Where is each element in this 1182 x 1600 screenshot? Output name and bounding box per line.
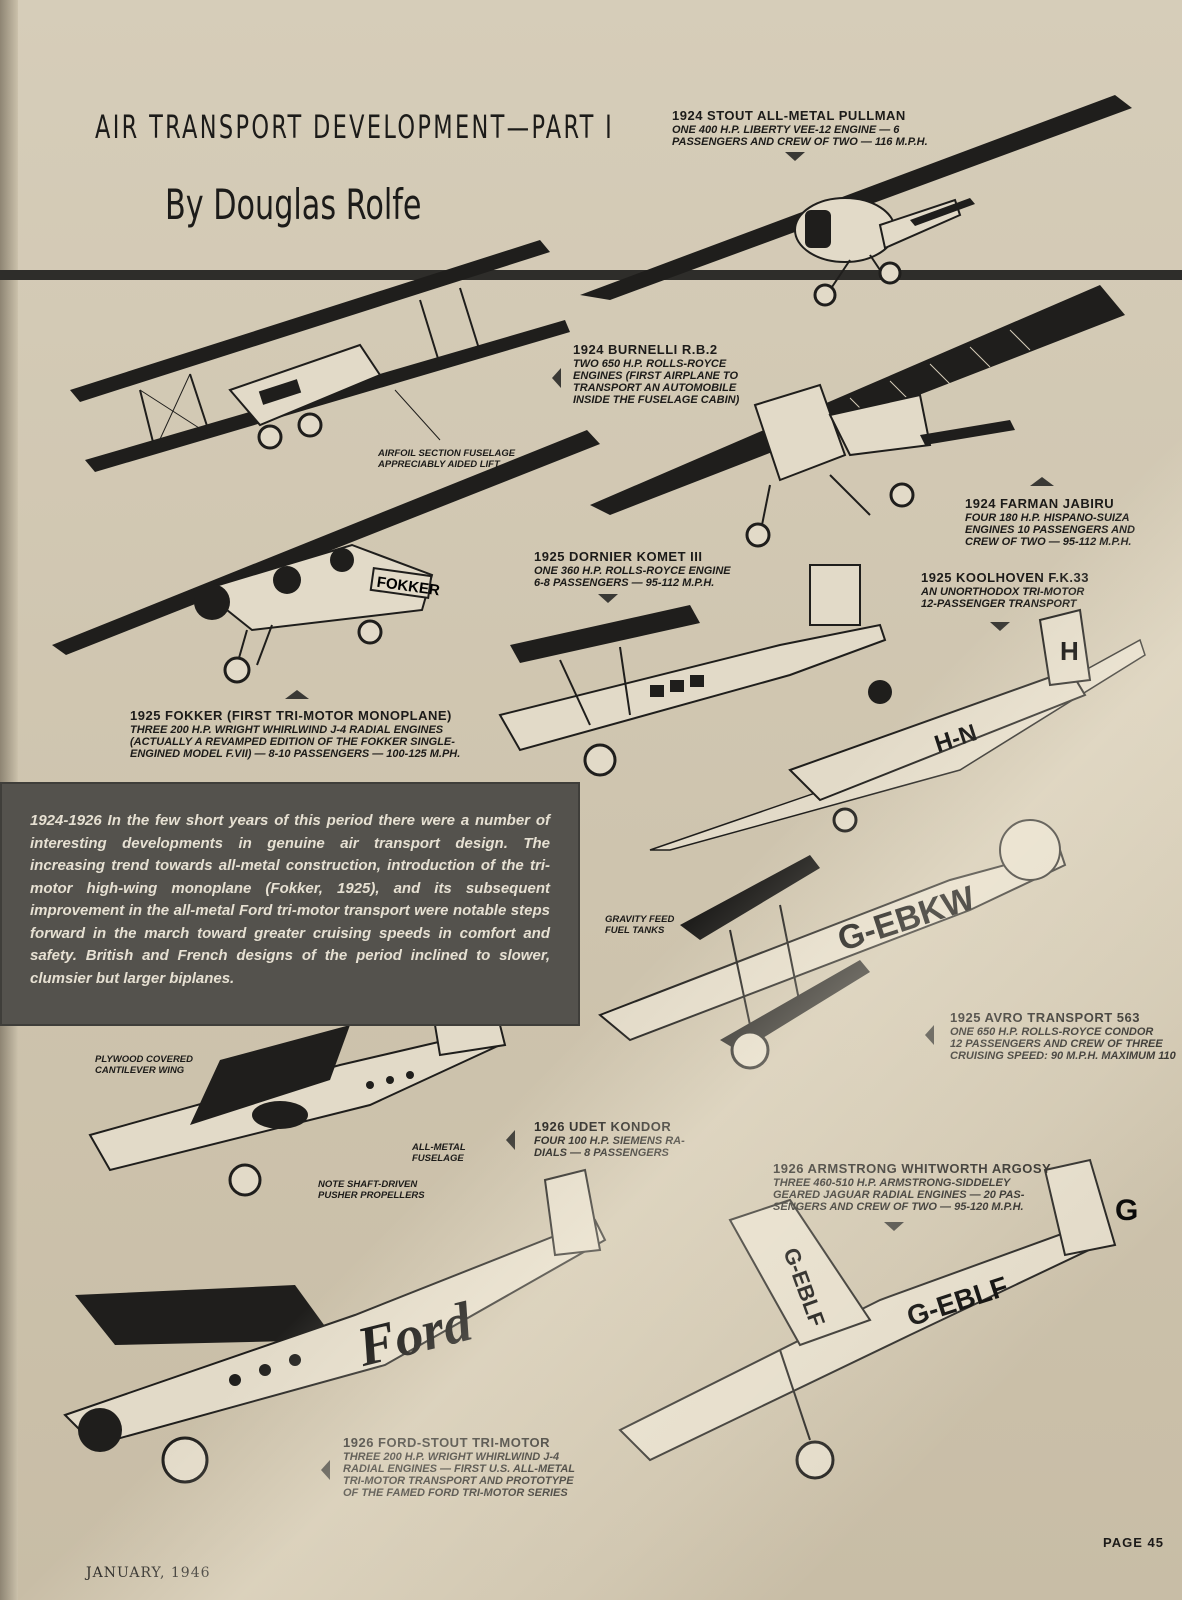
caption-heading: 1925 KOOLHOVEN F.K.33 [921,570,1089,585]
caption-detail: THREE 460-510 H.P. ARMSTRONG-SIDDELEY [773,1177,1011,1189]
note-line: NOTE SHAFT-DRIVEN [318,1179,418,1190]
caption-detail: FOUR 100 H.P. SIEMENS RA- [534,1135,685,1147]
caption-detail: RADIAL ENGINES — FIRST U.S. ALL-METAL [343,1463,576,1475]
caption-heading: 1926 FORD-STOUT TRI-MOTOR [343,1435,551,1450]
caption-detail: TRANSPORT AN AUTOMOBILE [573,382,737,394]
caption-fokker: 1925 FOKKER (FIRST TRI-MOTOR MONOPLANE) … [130,708,460,760]
note-line: FUEL TANKS [605,925,665,936]
burnelli-rb2-illustration [70,240,570,472]
koolhoven-fk33-illustration: H H-N [649,608,1146,851]
page-title: AIR TRANSPORT DEVELOPMENT—PART I [95,108,615,146]
ford-stout-illustration: Ford [63,1168,607,1484]
note-line: ALL-METAL [412,1142,466,1153]
byline: By Douglas Rolfe [165,180,422,229]
horizon-rule [0,270,1182,280]
caption-detail: (ACTUALLY A REVAMPED EDITION OF THE FOKK… [130,736,455,748]
caption-detail: AN UNORTHODOX TRI-MOTOR [921,586,1085,598]
avro-registration: G-EBKW [833,879,980,959]
left-arrow-icon [925,1025,934,1045]
koolhoven-tail-marking: H [1060,636,1079,666]
caption-detail: INSIDE THE FUSELAGE CABIN) [573,394,740,406]
issue-date: JANUARY, 1946 [86,1565,211,1581]
caption-heading: 1924 BURNELLI R.B.2 [573,342,718,357]
caption-detail: 6-8 PASSENGERS — 95-112 M.P.H. [534,577,715,589]
caption-detail: ENGINES (FIRST AIRPLANE TO [573,370,739,382]
caption-detail: ENGINES 10 PASSENGERS AND [965,524,1135,536]
caption-detail: GEARED JAGUAR RADIAL ENGINES — 20 PAS- [773,1189,1025,1201]
down-arrow-icon [598,594,618,603]
caption-detail: 12 PASSENGERS AND CREW OF THREE [950,1038,1163,1050]
caption-detail: THREE 200 H.P. WRIGHT WHIRLWIND J-4 [343,1451,560,1463]
caption-heading: 1925 AVRO TRANSPORT 563 [950,1010,1140,1025]
caption-avro: 1925 AVRO TRANSPORT 563 ONE 650 H.P. ROL… [950,1010,1176,1062]
note-line: AIRFOIL SECTION FUSELAGE [378,448,516,459]
caption-heading: 1924 FARMAN JABIRU [965,496,1115,511]
caption-detail: THREE 200 H.P. WRIGHT WHIRLWIND J-4 RADI… [130,724,444,736]
intro-text: 1924-1926 In the few short years of this… [30,812,550,987]
caption-heading: 1926 UDET KONDOR [534,1119,672,1134]
caption-detail: PASSENGERS AND CREW OF TWO — 116 M.P.H. [672,136,928,148]
left-arrow-icon [321,1460,330,1480]
caption-heading: 1925 FOKKER (FIRST TRI-MOTOR MONOPLANE) [130,708,452,723]
note-line: APPRECIABLY AIDED LIFT [378,459,500,470]
note-gravity-feed: GRAVITY FEED FUEL TANKS [605,914,674,936]
argosy-tail-marking: G [1115,1194,1138,1227]
caption-burnelli: 1924 BURNELLI R.B.2 TWO 650 H.P. ROLLS-R… [573,342,739,406]
caption-detail: CRUISING SPEED: 90 M.P.H. MAXIMUM 110 [950,1050,1176,1062]
caption-ford: 1926 FORD-STOUT TRI-MOTOR THREE 200 H.P.… [343,1435,575,1499]
up-arrow-icon [1030,477,1054,486]
note-line: GRAVITY FEED [605,914,675,925]
down-arrow-icon [785,152,805,161]
note-line: PLYWOOD COVERED [95,1054,193,1065]
fokker-trimotor-illustration: FOKKER [52,430,600,684]
caption-heading: 1924 STOUT ALL-METAL PULLMAN [672,108,906,123]
left-arrow-icon [552,368,561,388]
caption-detail: OF THE FAMED FORD TRI-MOTOR SERIES [343,1487,568,1499]
note-shaft-driven: NOTE SHAFT-DRIVEN PUSHER PROPELLERS [318,1179,425,1201]
caption-detail: ONE 400 H.P. LIBERTY VEE-12 ENGINE — 6 [672,124,900,136]
caption-detail: TRI-MOTOR TRANSPORT AND PROTOTYPE [343,1475,574,1487]
ford-marking: Ford [350,1291,479,1379]
farman-jabiru-illustration [590,285,1125,548]
note-line: CANTILEVER WING [95,1065,185,1076]
caption-heading: 1926 ARMSTRONG WHITWORTH ARGOSY [773,1161,1052,1176]
caption-koolhoven: 1925 KOOLHOVEN F.K.33 AN UNORTHODOX TRI-… [921,570,1089,610]
caption-stout: 1924 STOUT ALL-METAL PULLMAN ONE 400 H.P… [672,108,928,148]
page-number: PAGE 45 [1103,1535,1164,1550]
caption-detail: ONE 650 H.P. ROLLS-ROYCE CONDOR [950,1026,1154,1038]
caption-detail: SENGERS AND CREW OF TWO — 95-120 M.P.H. [773,1201,1024,1213]
caption-detail: ENGINED MODEL F.VII) — 8-10 PASSENGERS —… [130,748,461,760]
caption-detail: FOUR 180 H.P. HISPANO-SUIZA [965,512,1130,524]
avro-563-illustration: G-EBKW [598,819,1067,1070]
caption-detail: DIALS — 8 PASSENGERS [534,1147,669,1159]
up-arrow-icon [285,690,309,699]
note-line: FUSELAGE [412,1153,464,1164]
caption-detail: ONE 360 H.P. ROLLS-ROYCE ENGINE [534,565,731,577]
caption-argosy: 1926 ARMSTRONG WHITWORTH ARGOSY THREE 46… [773,1161,1051,1213]
udet-kondor-illustration [88,983,507,1197]
caption-dornier: 1925 DORNIER KOMET III ONE 360 H.P. ROLL… [534,549,731,589]
caption-detail: 12-PASSENGER TRANSPORT [921,598,1077,610]
note-line: PUSHER PROPELLERS [318,1190,425,1201]
caption-detail: TWO 650 H.P. ROLLS-ROYCE [573,358,727,370]
note-airfoil: AIRFOIL SECTION FUSELAGE APPRECIABLY AID… [378,448,515,470]
dornier-komet-illustration [498,564,887,777]
caption-heading: 1925 DORNIER KOMET III [534,549,703,564]
down-arrow-icon [990,622,1010,631]
note-all-metal: ALL-METAL FUSELAGE [412,1142,466,1164]
caption-detail: CREW OF TWO — 95-112 M.P.H. [965,536,1132,548]
intro-text-panel: 1924-1926 In the few short years of this… [0,782,580,1026]
note-plywood: PLYWOOD COVERED CANTILEVER WING [95,1054,193,1076]
stout-pullman-illustration [580,95,1132,307]
argosy-illustration: G G-EBLF G-EBLF [618,1158,1138,1480]
left-arrow-icon [506,1130,515,1150]
caption-farman: 1924 FARMAN JABIRU FOUR 180 H.P. HISPANO… [965,496,1135,548]
caption-udet: 1926 UDET KONDOR FOUR 100 H.P. SIEMENS R… [534,1119,685,1159]
down-arrow-icon [884,1222,904,1231]
